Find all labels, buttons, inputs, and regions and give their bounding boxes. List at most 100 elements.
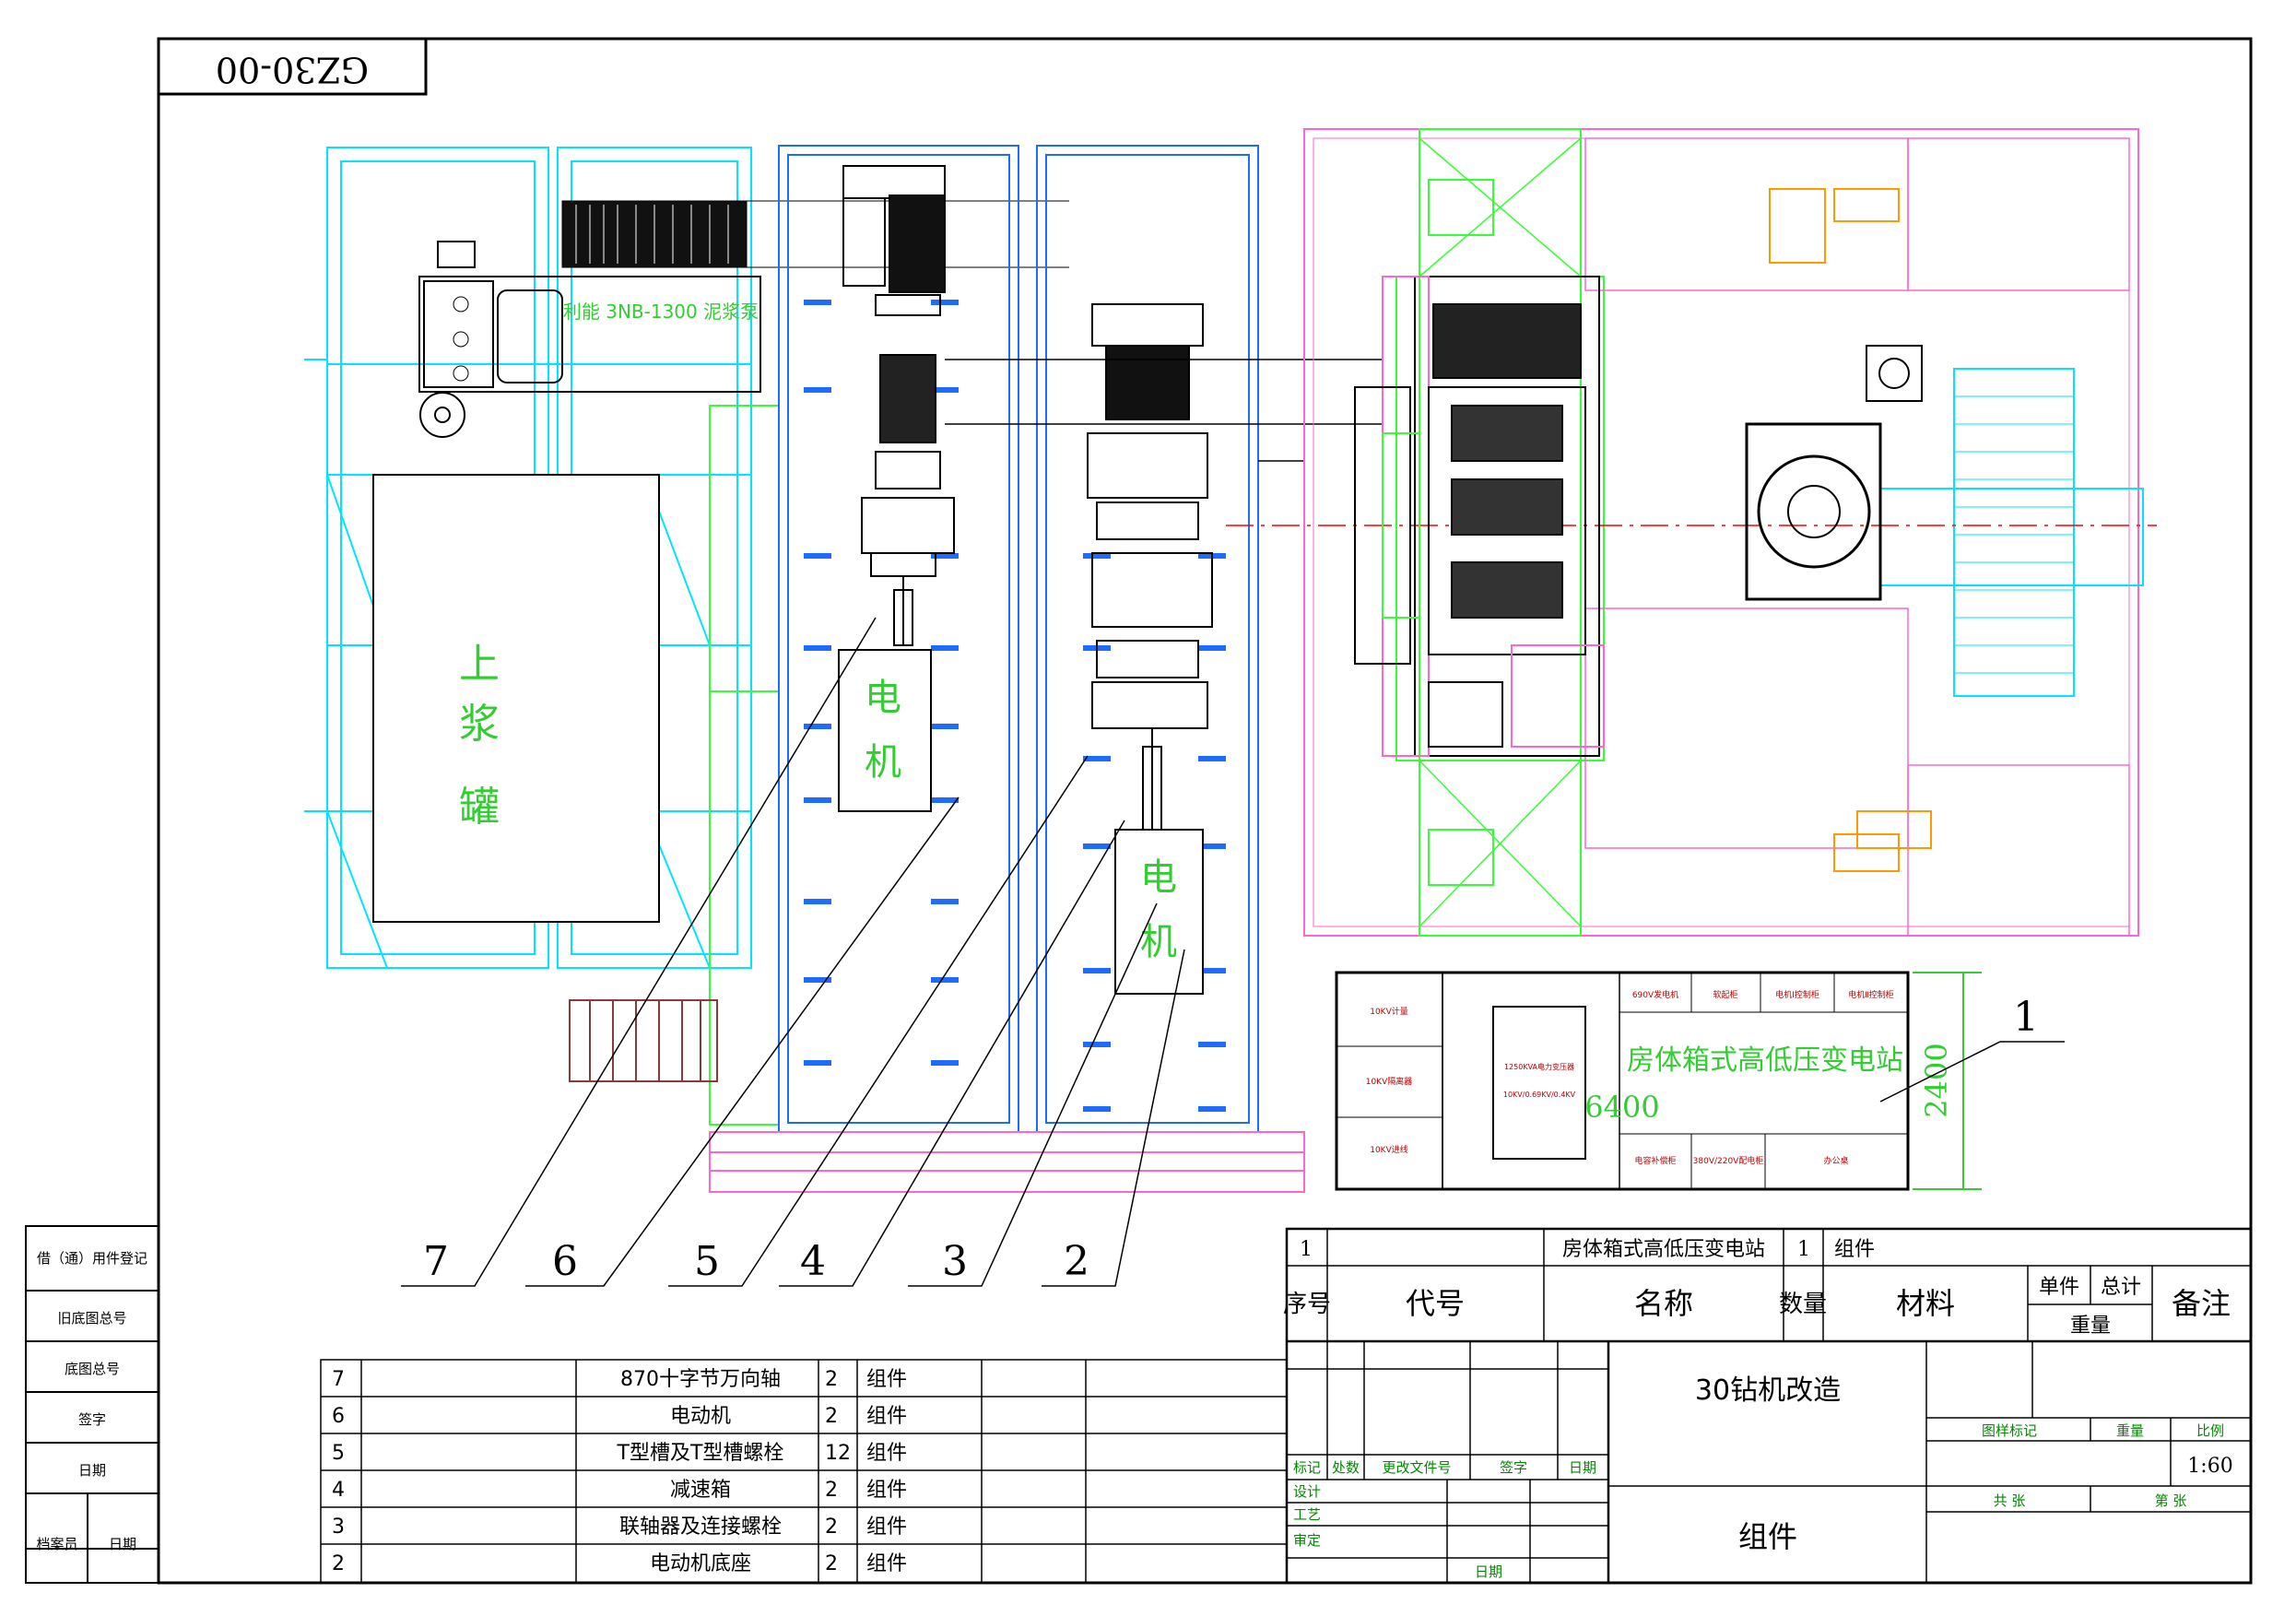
parts-cell-no: 7: [332, 1368, 345, 1391]
motor-right-label-2: 机: [1140, 921, 1177, 963]
strip-old-base: 旧底图总号: [57, 1310, 126, 1327]
parts-cell-no: 4: [332, 1479, 345, 1502]
callout-5: 5: [694, 1238, 720, 1285]
parts-cell-no: 5: [332, 1442, 345, 1465]
leader-lines: [401, 617, 2065, 1287]
sub-transformer-2: 10KV/0.69KV/0.4KV: [1503, 1091, 1576, 1099]
sub-cell-bottom-3: 办公桌: [1823, 1155, 1848, 1166]
motor-right-label-1: 电: [1140, 856, 1177, 899]
parts-cell-qty: 2: [825, 1405, 838, 1428]
base-rail: [709, 1131, 1305, 1193]
parts-cell-material: 组件: [866, 1516, 907, 1539]
parts-cell-material: 组件: [866, 1552, 907, 1575]
row1-qty: 1: [1797, 1238, 1810, 1261]
role-approve: 审定: [1293, 1532, 1321, 1549]
parts-cell-no: 6: [332, 1405, 345, 1428]
motor-left-label-2: 机: [865, 741, 901, 784]
hdr-qty: 数量: [1779, 1291, 1827, 1318]
sub-cell-top-4: 电机Ⅱ控制柜: [1848, 989, 1893, 1000]
parts-cell-material: 组件: [866, 1405, 907, 1428]
callout-6: 6: [552, 1238, 578, 1285]
parts-cell-name: 870十字节万向轴: [620, 1368, 781, 1391]
parts-cell-name: 电动机底座: [650, 1552, 751, 1575]
parts-cell-qty: 12: [825, 1442, 851, 1465]
parts-cell-name: T型槽及T型槽螺栓: [617, 1442, 784, 1465]
parts-cell-name: 联轴器及连接螺栓: [619, 1516, 782, 1539]
hdr-unit: 单件: [2039, 1276, 2079, 1299]
mud-pump-label: 利能 3NB-1300 泥浆泵: [563, 301, 759, 323]
sub-cell-top-3: 电机Ⅰ控制柜: [1775, 989, 1819, 1000]
sub-cell-top-1: 690V发电机: [1632, 989, 1678, 1000]
hdr-material: 材料: [1896, 1286, 1955, 1321]
rev-count: 处数: [1332, 1459, 1360, 1476]
hdr-code: 代号: [1406, 1286, 1465, 1321]
parts-cell-material: 组件: [866, 1479, 907, 1502]
table-row: 2 电动机底座 2 组件: [332, 1552, 907, 1575]
role-process: 工艺: [1293, 1506, 1321, 1523]
rev-sign: 签字: [1500, 1459, 1527, 1476]
parts-cell-qty: 2: [825, 1368, 838, 1391]
table-row: 7 870十字节万向轴 2 组件: [332, 1368, 907, 1391]
drawworks-left: [842, 165, 955, 646]
strip-base: 底图总号: [65, 1361, 120, 1377]
motor-left: [838, 649, 932, 812]
parts-header-grid: [1285, 1227, 2253, 1585]
sub-cell-left-1: 10KV计量: [1370, 1006, 1408, 1017]
parts-cell-material: 组件: [866, 1442, 907, 1465]
parts-cell-qty: 2: [825, 1552, 838, 1575]
hdr-weight: 重量: [2070, 1315, 2111, 1338]
title-block-grid: [1287, 1341, 2251, 1583]
callout-3: 3: [942, 1238, 968, 1285]
parts-cell-no: 2: [332, 1552, 345, 1575]
binding-strip: [25, 1225, 159, 1584]
weight-label: 重量: [2116, 1422, 2144, 1439]
row1-material: 组件: [1834, 1238, 1875, 1261]
drawworks-right: [1087, 303, 1213, 831]
strip-sign: 签字: [78, 1411, 106, 1428]
table-row: 6 电动机 2 组件: [332, 1405, 907, 1428]
parts-cell-material: 组件: [866, 1368, 907, 1391]
rev-mark: 标记: [1293, 1459, 1321, 1476]
substation-label: 房体箱式高低压变电站: [1627, 1044, 1903, 1077]
strip-borrow: 借（通）用件登记: [37, 1250, 147, 1267]
role-design: 设计: [1293, 1483, 1321, 1500]
callout-2: 2: [1064, 1238, 1089, 1285]
scale-value: 1:60: [2187, 1455, 2232, 1478]
drawing-name: 组件: [1738, 1519, 1797, 1554]
hdr-name: 名称: [1634, 1286, 1693, 1321]
stage-label: 图样标记: [1982, 1422, 2037, 1439]
rev-date: 日期: [1569, 1459, 1596, 1476]
callout-7: 7: [423, 1238, 449, 1285]
rev-file: 更改文件号: [1382, 1459, 1451, 1476]
row1-no: 1: [1300, 1238, 1313, 1261]
parts-cell-qty: 2: [825, 1516, 838, 1539]
parts-cell-name: 电动机: [670, 1405, 731, 1428]
dim-height-line: [1913, 972, 1982, 1190]
sheet-no: 第 张: [2155, 1492, 2187, 1509]
drawworks-assembly: [1354, 276, 1605, 757]
rig-floor: [1226, 128, 2157, 937]
sign-date: 日期: [1475, 1563, 1502, 1580]
mud-pump: 利能 3NB-1300 泥浆泵: [418, 200, 1069, 438]
sub-cell-top-2: 软起柜: [1713, 989, 1737, 1000]
tank-label-2: 浆: [459, 701, 500, 748]
hdr-total: 总计: [2101, 1276, 2141, 1299]
transmission-lines: [945, 359, 1383, 462]
ladder: [569, 999, 718, 1082]
motor-left-label-1: 电: [865, 677, 901, 719]
tank-label-1: 上: [459, 641, 500, 688]
callout-1: 1: [2013, 994, 2039, 1041]
strip-archivist: 档案员: [36, 1536, 77, 1552]
strip-date: 日期: [78, 1462, 106, 1479]
dim-width: 6400: [1584, 1090, 1659, 1125]
callout-4: 4: [800, 1238, 826, 1285]
hdr-remark: 备注: [2172, 1286, 2231, 1321]
sub-cell-left-3: 10KV进线: [1370, 1144, 1408, 1155]
hdr-no: 序号: [1283, 1291, 1331, 1318]
sub-cell-bottom-1: 电容补偿柜: [1634, 1155, 1676, 1166]
sub-transformer-1: 1250KVA电力变压器: [1504, 1062, 1574, 1071]
